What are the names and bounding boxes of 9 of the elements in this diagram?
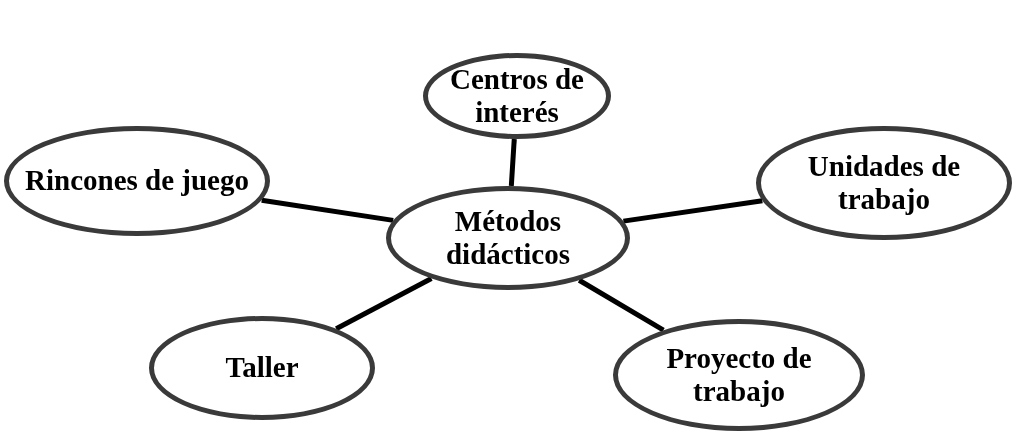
connector-line [508, 138, 517, 187]
node-label: Taller [224, 351, 300, 385]
node-label: Unidades de trabajo [806, 149, 962, 217]
node-label: Centros de interés [449, 62, 585, 130]
node-label: Proyecto de trabajo [665, 341, 813, 409]
node-label: Métodos didácticos [444, 204, 572, 272]
connector-line [577, 278, 665, 333]
connector-line [335, 276, 433, 331]
node-label: Rincones de juego [24, 164, 250, 198]
